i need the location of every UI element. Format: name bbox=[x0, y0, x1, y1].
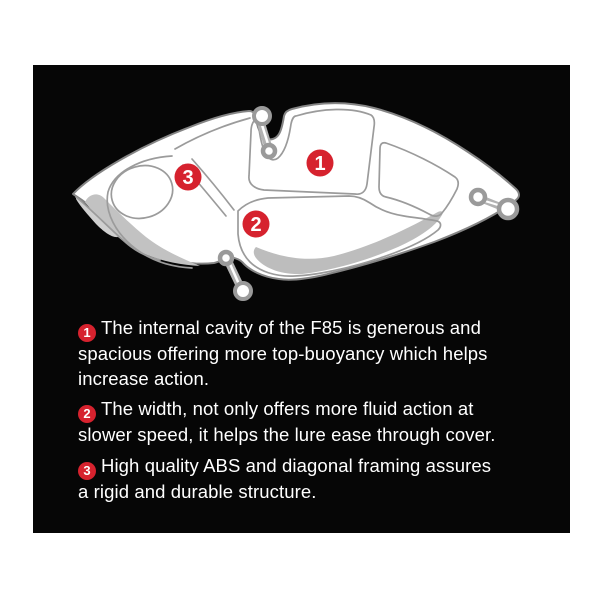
note-2-line-2: slower speed, it helps the lure ease thr… bbox=[78, 424, 496, 446]
belly-shadow bbox=[253, 211, 443, 275]
marker-2-label: 2 bbox=[250, 214, 261, 236]
note-1-line-2: spacious offering more top-buoyancy whic… bbox=[78, 343, 488, 364]
note-2-badge: 2 bbox=[78, 405, 96, 424]
tail-hook-eyelet-icon bbox=[468, 187, 520, 221]
note-3-badge: 3 bbox=[78, 461, 96, 480]
note-1-line-3: increase action. bbox=[78, 367, 210, 389]
belly-hook-eyelet-icon bbox=[217, 249, 253, 301]
note-1: 1 The internal cavity of the F85 is gener… bbox=[78, 316, 548, 391]
head-shadow bbox=[85, 194, 200, 266]
marker-2: 2 bbox=[242, 210, 270, 238]
feature-notes: 1 The internal cavity of the F85 is gener… bbox=[78, 316, 548, 510]
marker-1-label: 1 bbox=[314, 153, 325, 175]
line-tie-eyelet-icon bbox=[252, 106, 278, 160]
note-3-line-1: High quality ABS and diagonal framing as… bbox=[101, 454, 492, 476]
internal-framing bbox=[75, 108, 460, 277]
note-2-line-1: The width, not only offers more fluid ac… bbox=[101, 398, 474, 420]
lure-cutaway-diagram: 1 2 3 bbox=[72, 102, 520, 301]
marker-3-label: 3 bbox=[182, 167, 193, 189]
note-2: 2 The width, not only offers more fluid a… bbox=[78, 397, 548, 448]
lure-body bbox=[72, 102, 520, 281]
note-1-line-1: The internal cavity of the F85 is genero… bbox=[101, 317, 481, 338]
note-1-badge: 1 bbox=[78, 324, 96, 342]
marker-3: 3 bbox=[174, 163, 202, 191]
note-3: 3 High quality ABS and diagonal framing a… bbox=[78, 454, 548, 505]
note-3-line-2: a rigid and durable structure. bbox=[78, 480, 317, 502]
marker-1: 1 bbox=[306, 149, 334, 177]
